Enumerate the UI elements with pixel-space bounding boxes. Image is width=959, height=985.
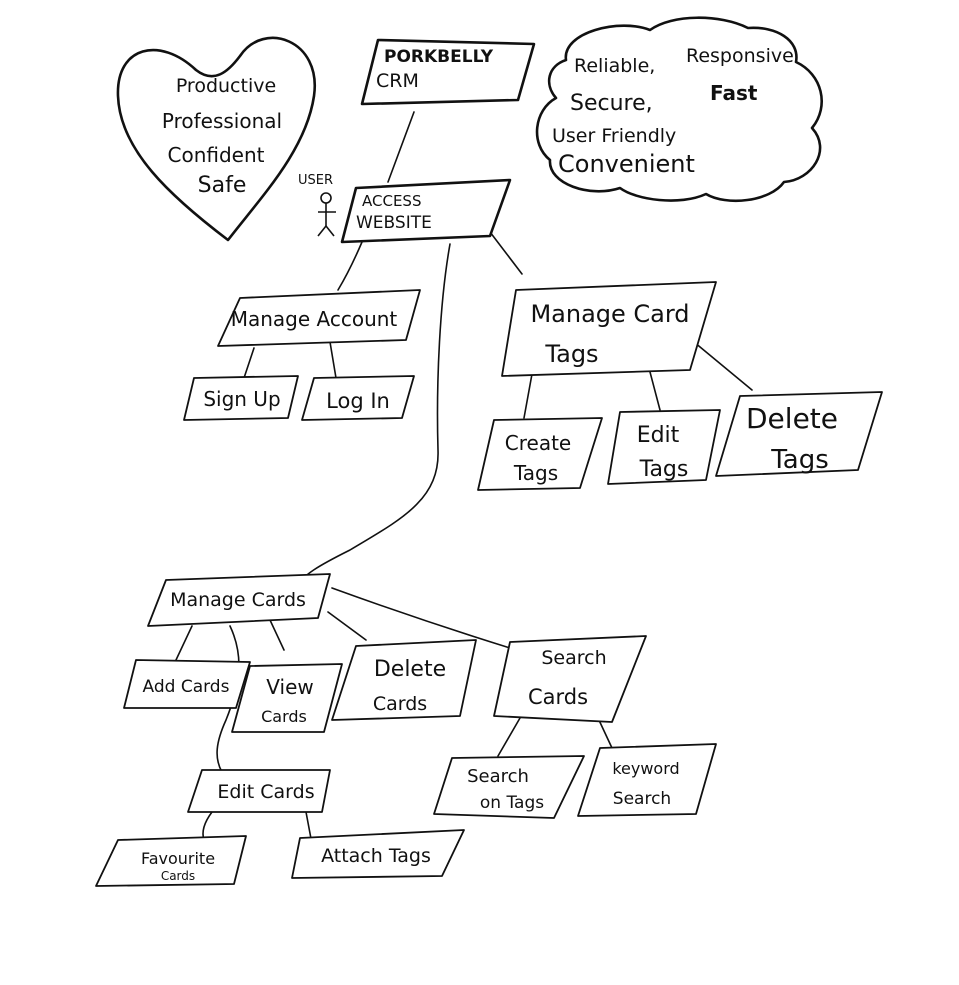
search-on-tags-line1: Search: [467, 766, 529, 787]
edge-cards-to-view: [269, 619, 285, 651]
edge-cardtags-to-delete: [693, 341, 753, 391]
cloud-shape: Reliable, Responsive Secure, Fast User F…: [535, 16, 823, 203]
node-favourite-cards: Favourite Cards: [95, 835, 247, 887]
cloud-secure: Secure,: [570, 91, 653, 116]
edge-account-to-login: [329, 341, 337, 379]
log-in-label: Log In: [326, 389, 390, 413]
node-delete-cards: Delete Cards: [331, 639, 477, 721]
delete-cards-line2: Cards: [373, 693, 427, 715]
create-tags-line2: Tags: [513, 461, 558, 485]
actor-label: USER: [298, 173, 333, 188]
edge-cardtags-to-edit: [649, 371, 661, 411]
heart-word-confident: Confident: [168, 143, 265, 167]
title-box: PORKBELLY CRM: [360, 38, 536, 106]
node-edit-cards: Edit Cards: [187, 769, 331, 813]
manage-card-tags-line2: Tags: [544, 340, 598, 368]
favourite-cards-line1: Favourite: [141, 849, 215, 868]
edge-cards-to-edit: [216, 625, 240, 773]
node-access-website: ACCESS WEBSITE: [340, 178, 512, 244]
edge-cards-to-search: [331, 587, 511, 649]
node-attach-tags: Attach Tags: [291, 829, 465, 879]
node-keyword-search: keyword Search: [577, 743, 717, 817]
heart-shape: Productive Professional Confident Safe: [116, 36, 317, 242]
cloud-reliable: Reliable,: [574, 55, 655, 77]
create-tags-line1: Create: [505, 431, 571, 455]
edit-cards-label: Edit Cards: [217, 781, 314, 803]
node-manage-account: Manage Account: [217, 289, 421, 347]
heart-word-productive: Productive: [176, 75, 276, 97]
favourite-cards-line2: Cards: [161, 869, 195, 883]
edge-access-to-manage-cards: [295, 243, 451, 589]
node-view-cards: View Cards: [231, 663, 343, 733]
search-cards-line1: Search: [541, 647, 606, 669]
node-log-in: Log In: [301, 375, 415, 421]
connectors: [175, 111, 753, 845]
edge-search-to-searchontags: [497, 717, 521, 757]
delete-tags-line1: Delete: [746, 402, 838, 435]
node-delete-tags: Delete Tags: [715, 391, 883, 477]
cloud-fast: Fast: [710, 81, 758, 105]
attach-tags-label: Attach Tags: [321, 845, 431, 867]
stick-figure-icon: [317, 192, 336, 237]
cloud-convenient: Convenient: [558, 150, 695, 178]
edge-access-to-manage-card-tags: [489, 231, 523, 275]
delete-tags-line2: Tags: [770, 445, 829, 475]
user-actor: USER: [298, 173, 336, 237]
sign-up-label: Sign Up: [203, 387, 280, 411]
delete-cards-line1: Delete: [374, 657, 446, 682]
edit-tags-line1: Edit: [637, 423, 680, 448]
edge-access-to-manage-account: [337, 241, 363, 291]
title-line2: CRM: [376, 70, 419, 92]
cloud-user-friendly: User Friendly: [552, 125, 676, 147]
node-manage-card-tags: Manage Card Tags: [501, 281, 717, 377]
edge-cardtags-to-create: [523, 373, 533, 419]
node-create-tags: Create Tags: [477, 417, 603, 491]
edge-cards-to-delete: [327, 611, 367, 641]
manage-account-label: Manage Account: [231, 307, 398, 331]
edge-cards-to-add: [175, 625, 193, 661]
view-cards-line1: View: [266, 675, 313, 699]
access-website-line2: WEBSITE: [356, 213, 432, 233]
search-cards-line2: Cards: [528, 685, 588, 709]
edge-crm-to-access: [387, 111, 415, 183]
cloud-responsive: Responsive: [686, 45, 794, 67]
title-line1: PORKBELLY: [384, 47, 494, 67]
node-sign-up: Sign Up: [183, 375, 299, 421]
view-cards-line2: Cards: [261, 707, 307, 726]
edge-account-to-signup: [243, 347, 255, 379]
search-on-tags-line2: on Tags: [480, 793, 544, 813]
keyword-search-line2: Search: [613, 789, 671, 809]
manage-card-tags-line1: Manage Card: [530, 300, 689, 328]
node-edit-tags: Edit Tags: [607, 409, 721, 485]
add-cards-label: Add Cards: [143, 677, 230, 697]
node-manage-cards: Manage Cards: [147, 573, 331, 627]
heart-word-professional: Professional: [162, 109, 282, 133]
manage-cards-label: Manage Cards: [170, 589, 306, 611]
edge-search-to-keyword: [597, 717, 613, 749]
edit-tags-line2: Tags: [639, 457, 689, 482]
node-add-cards: Add Cards: [123, 659, 251, 709]
access-website-line1: ACCESS: [362, 192, 421, 210]
edge-edit-to-favourite: [202, 811, 213, 841]
heart-word-safe: Safe: [198, 173, 247, 198]
node-search-cards: Search Cards: [493, 635, 647, 723]
node-search-on-tags: Search on Tags: [433, 755, 585, 819]
keyword-search-line1: keyword: [612, 759, 679, 778]
